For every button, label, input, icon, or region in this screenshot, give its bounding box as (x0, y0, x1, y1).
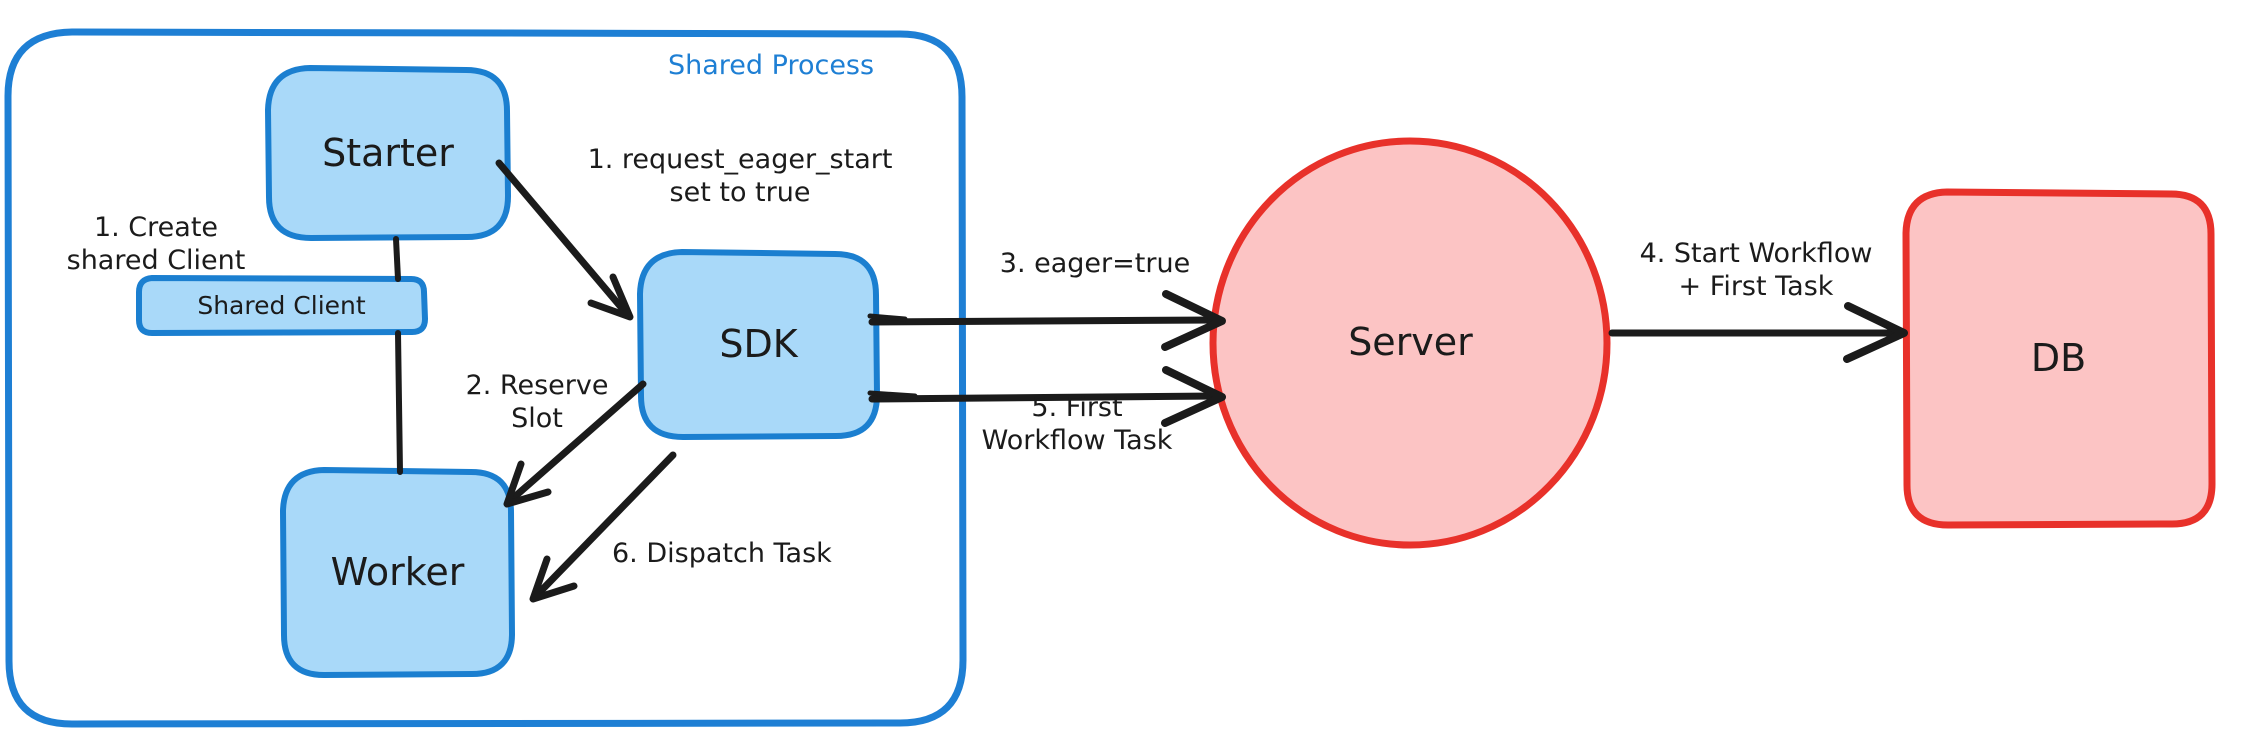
db-shape[interactable] (1902, 188, 2216, 529)
worker-shape[interactable] (280, 467, 515, 678)
starter-shape[interactable] (265, 65, 511, 241)
shared-process-container (4, 28, 967, 728)
connector-starter-shared-client (393, 236, 401, 282)
arrow-start-workflow (1608, 302, 1908, 363)
connector-shared-client-worker (395, 330, 403, 475)
sdk-shape[interactable] (637, 249, 880, 440)
arrow-reserve-slot (503, 380, 647, 508)
arrow-request-eager-start (495, 159, 634, 321)
server-shape[interactable] (1209, 137, 1611, 549)
arrow-dispatch-task (529, 451, 677, 603)
shared-client-shape[interactable] (136, 275, 428, 336)
arrow-first-workflow-task (867, 366, 1226, 427)
arrow-eager-true (867, 290, 1226, 351)
